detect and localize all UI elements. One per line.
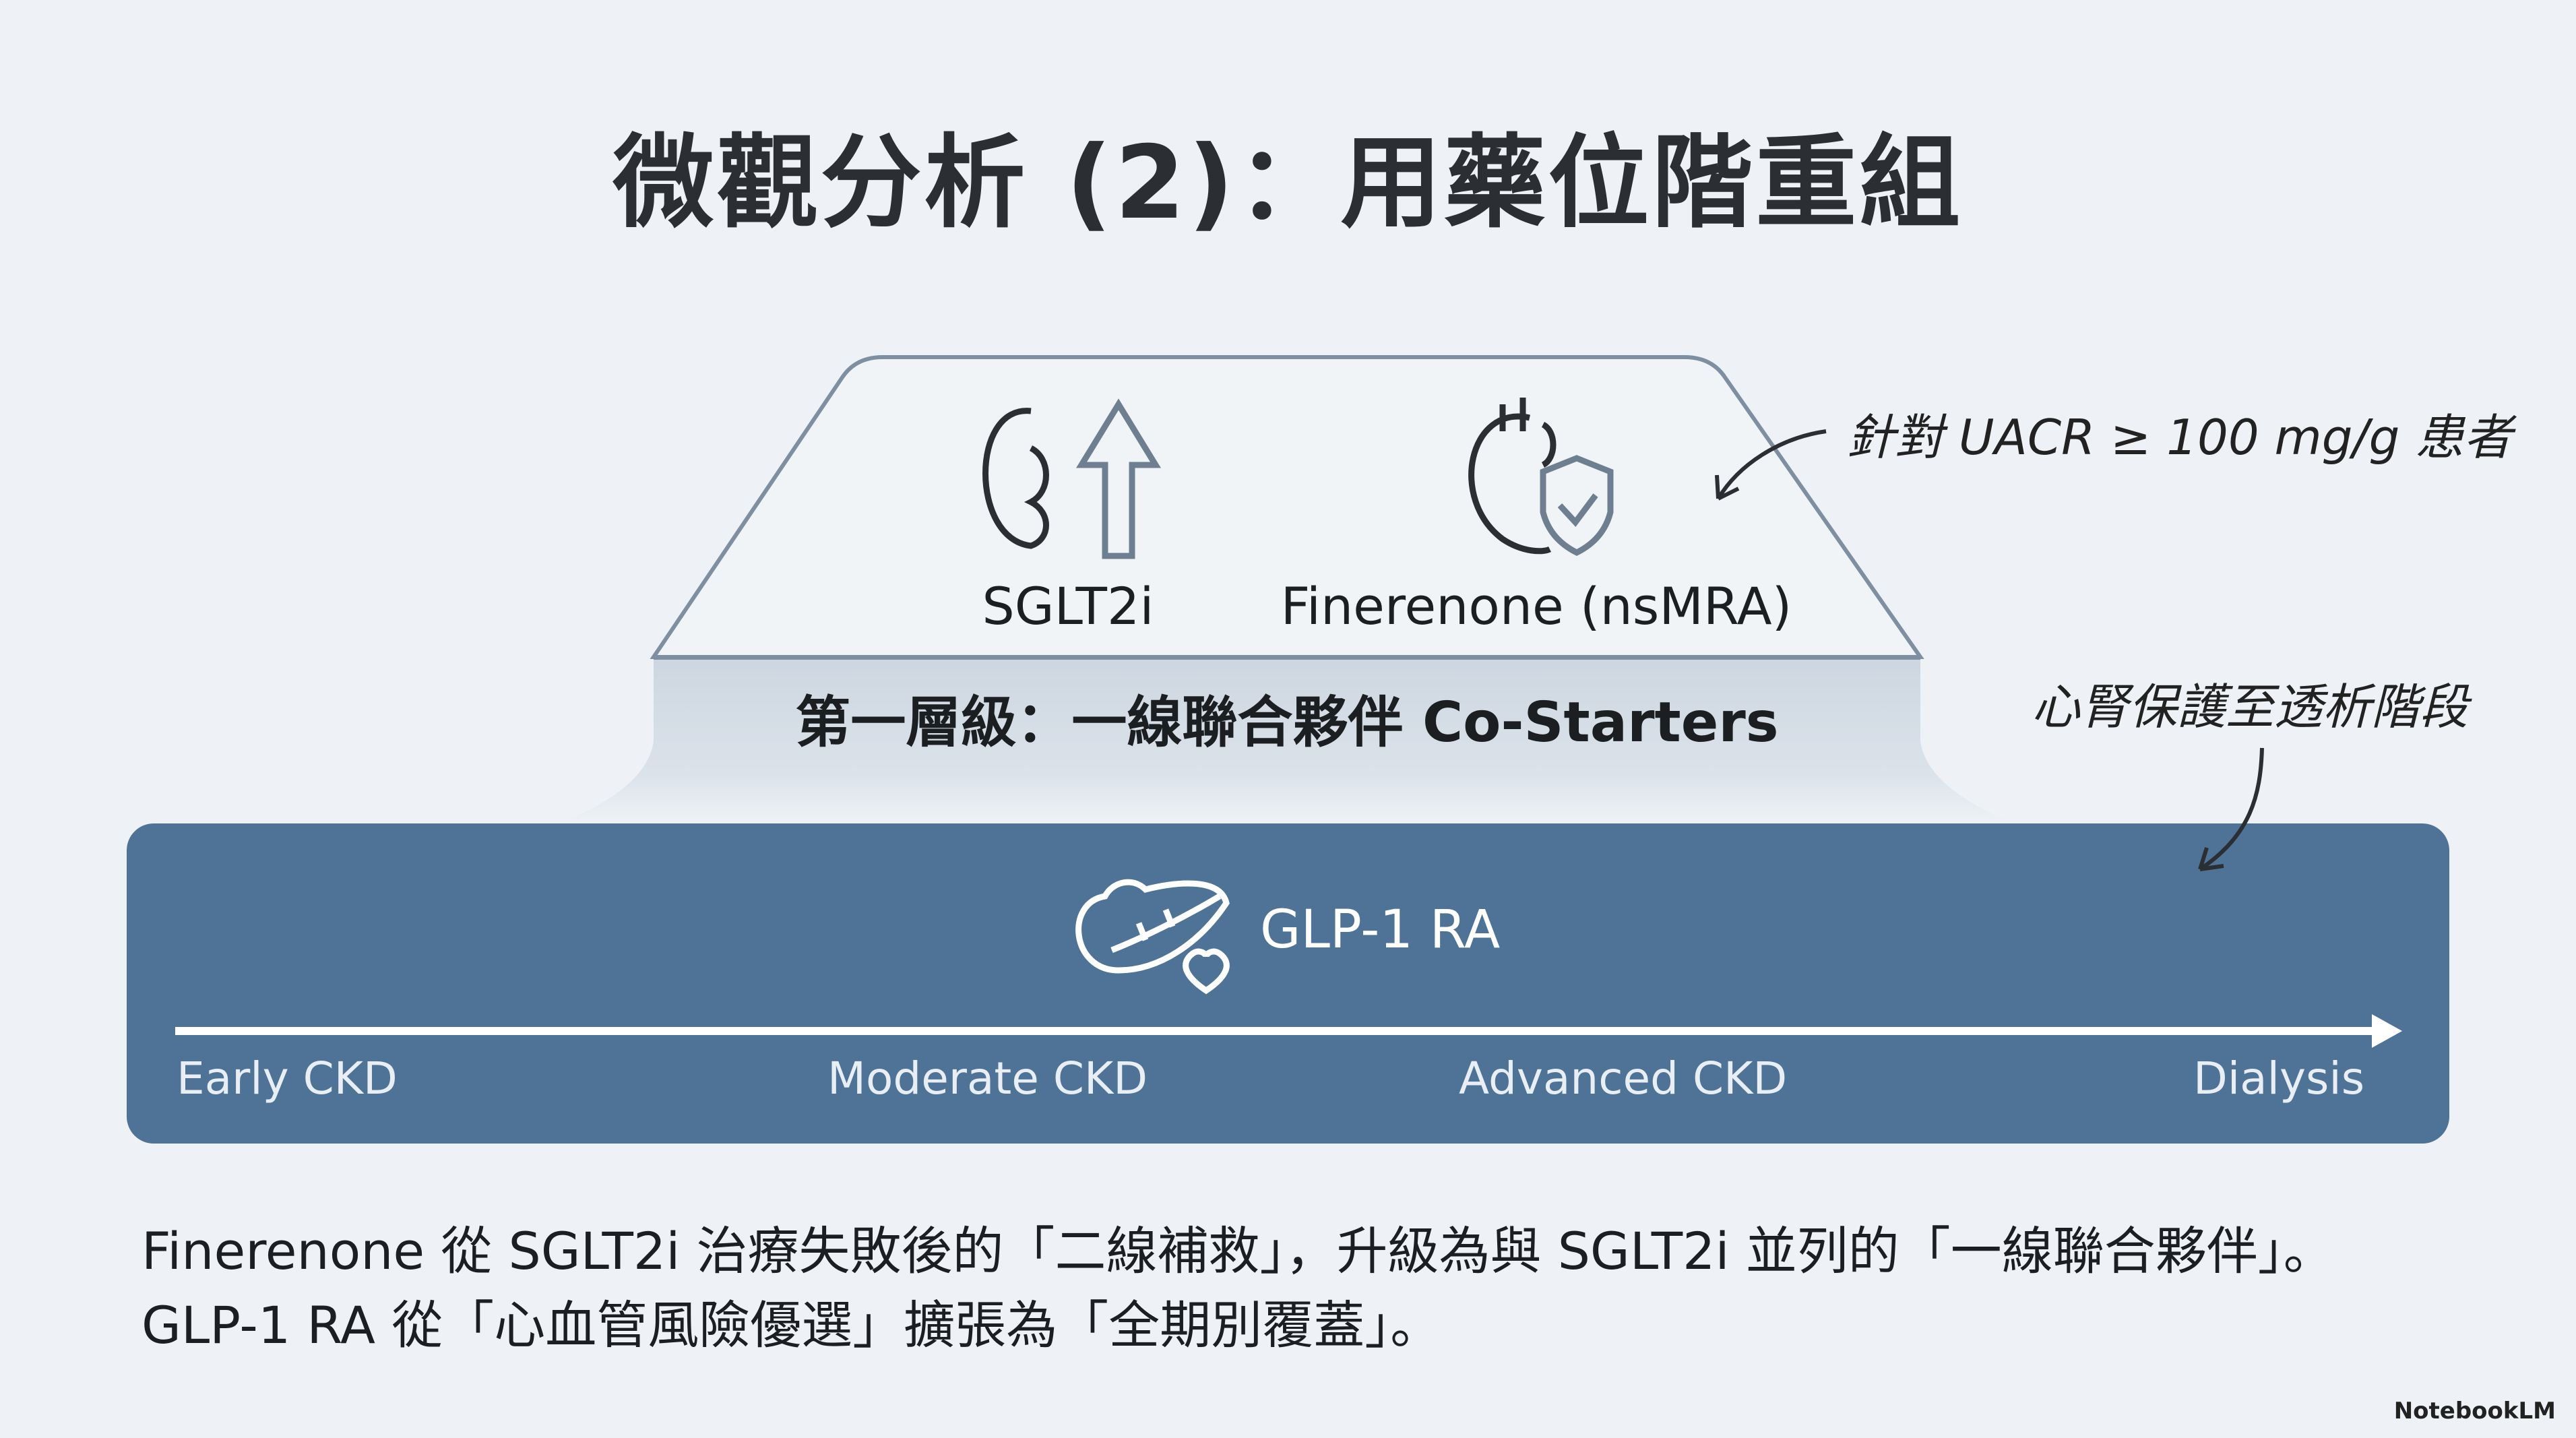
heart-shield-icon — [1468, 398, 1614, 557]
dialysis-arrow — [2198, 747, 2264, 871]
kidney-up-arrow-icon — [982, 398, 1162, 559]
tier1-label: 第一層級：一線聯合夥伴 Co-Starters — [795, 691, 1779, 755]
description-line: Finerenone 從 SGLT2i 治療失敗後的「二線補救」，升級為與 SG… — [142, 1221, 2335, 1281]
stage-label: Moderate CKD — [827, 1053, 1148, 1104]
brand-watermark: NotebookLM — [2393, 1398, 2556, 1425]
base-drug-label: GLP-1 RA — [1260, 900, 1501, 960]
annotation-uacr: 針對 UACR ≥ 100 mg/g 患者 — [1846, 409, 2513, 466]
description-line: GLP-1 RA 從「心血管風險優選」擴張為「全期別覆蓋」。 — [142, 1295, 1442, 1355]
drug-label-sglt2i: SGLT2i — [982, 576, 1154, 636]
tier1-band — [559, 657, 2015, 823]
pancreas-heart-icon — [1075, 879, 1230, 995]
tier1-trapezoid — [650, 355, 1924, 659]
page-title: 微觀分析 (2)：用藥位階重組 — [612, 125, 1964, 242]
drug-label-finerenone: Finerenone (nsMRA) — [1280, 576, 1792, 636]
stage-label: Dialysis — [2193, 1053, 2365, 1104]
base-bar — [127, 823, 2449, 1144]
timeline-arrowhead — [2372, 1014, 2402, 1048]
stage-label: Advanced CKD — [1459, 1053, 1788, 1104]
annotation-dialysis: 心腎保護至透析階段 — [2032, 679, 2469, 735]
stage-label: Early CKD — [177, 1053, 398, 1104]
uacr-arrow — [1715, 429, 1827, 501]
